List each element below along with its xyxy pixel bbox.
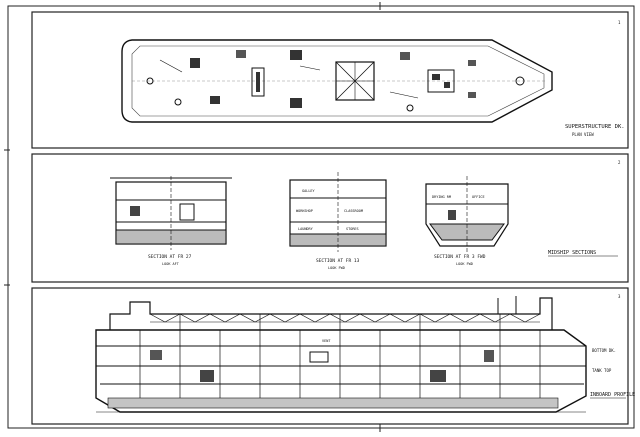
sheet-border [7,5,635,429]
svg-text:2: 2 [618,160,621,165]
section-fr27-caption: SECTION AT FR 27 [148,254,192,260]
plan-title: SUPERSTRUCTURE DK. [565,124,625,130]
room-label-classroom: CLASSROOM [344,209,363,213]
sections-title: MIDSHIP SECTIONS [548,250,596,256]
profile-label-bottom-dk: BOTTOM DK. [592,348,616,353]
profile-hull-outline [95,329,587,413]
profile-label-tank-top: TANK TOP [592,368,612,373]
section-fr13: GALLEY WORKSHOP CLASSROOM LAUNDRY STORES… [289,172,387,270]
room-label-drying-rm: DRYING RM [432,195,451,199]
panel-plan-view: SUPERSTRUCTURE DK. PLAN VIEW 1 [31,11,629,149]
room-label-laundry: LAUNDRY [298,227,314,231]
section-fr3-caption: SECTION AT FR 3 FWD [434,254,486,260]
panel-midship-sections: SECTION AT FR 27 LOOK AFT GALLEY WORKSHO… [31,153,629,283]
plan-subtitle: PLAN VIEW [572,132,594,137]
section-fr3: DRYING RM OFFICE SECTION AT FR 3 FWD LOO… [425,176,509,266]
section-fr27-subcaption: LOOK AFT [162,262,180,266]
room-label-galley: GALLEY [302,189,316,193]
plan-hull-outline [121,39,553,123]
section-fr13-subcaption: LOOK FWD [328,266,345,270]
panel-inboard-profile: VENT BOTTOM DK. TANK TOP INBOARD PROFILE… [31,287,635,425]
section-fr3-subcaption: LOOK FWD [456,262,473,266]
svg-text:3: 3 [618,294,621,299]
section-fr13-caption: SECTION AT FR 13 [316,258,360,264]
svg-text:1: 1 [618,20,621,25]
section-fr27: SECTION AT FR 27 LOOK AFT [110,176,232,266]
profile-title: INBOARD PROFILE [590,392,635,398]
room-label-workshop: WORKSHOP [296,209,313,213]
room-label-stores: STORES [346,227,359,231]
room-label-office: OFFICE [472,195,485,199]
room-label-vent: VENT [322,339,331,343]
